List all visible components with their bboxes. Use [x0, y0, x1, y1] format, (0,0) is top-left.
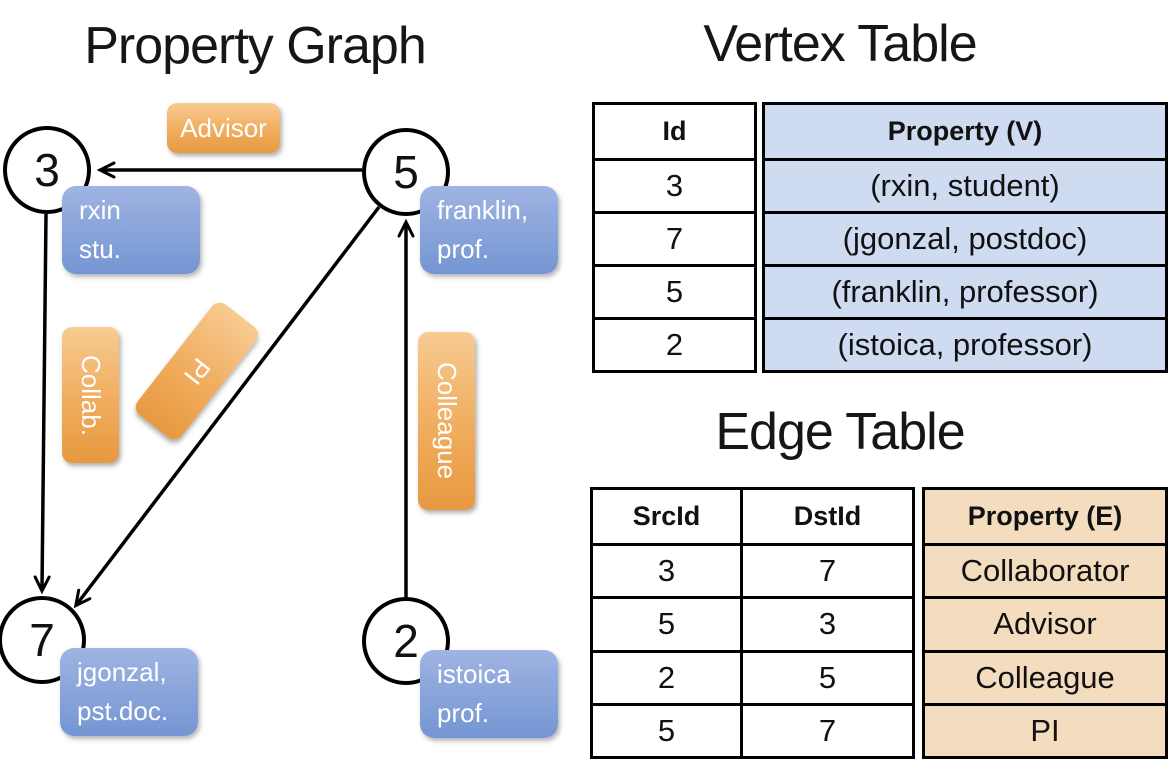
edge-table-property-cell: PI	[925, 702, 1165, 756]
node-5-property-line2: prof.	[437, 234, 490, 264]
vertex-table: Id 3 7 5 2 Property (V) (rxin, student) …	[592, 102, 1168, 373]
edge-table-property-column: Property (E) Collaborator Advisor Collea…	[922, 487, 1168, 759]
node-7-property-box: jgonzal, pst.doc.	[60, 648, 198, 736]
vertex-table-id-cell: 2	[595, 317, 754, 370]
edge-table-title: Edge Table	[715, 403, 965, 461]
property-graph-title: Property Graph	[84, 17, 427, 75]
vertex-table-property-column: Property (V) (rxin, student) (jgonzal, p…	[762, 102, 1168, 373]
edge-table-dst-cell: 3	[743, 596, 912, 649]
edge-table-dst-cell: 7	[743, 543, 912, 596]
graph-node-3: 3	[3, 126, 91, 214]
node-3-property-line1: rxin	[79, 195, 121, 225]
node-7-property-line1: jgonzal,	[77, 657, 167, 687]
vertex-table-property-cell: (franklin, professor)	[765, 264, 1165, 317]
node-3-property-line2: stu.	[79, 234, 121, 264]
node-5-property-line1: franklin,	[437, 195, 529, 225]
node-3-id: 3	[34, 144, 60, 196]
edge-table: SrcId DstId 3 7 5 3 2 5 5 7 Property (E)…	[590, 487, 1168, 759]
vertex-table-header-id: Id	[662, 116, 687, 146]
edge-label-advisor: Advisor	[167, 103, 280, 153]
vertex-table-id-column: Id 3 7 5 2	[592, 102, 757, 373]
edge-label-colleague: Colleague	[418, 332, 475, 510]
node-2-id: 2	[393, 615, 419, 667]
node-5-id: 5	[393, 146, 419, 198]
vertex-table-id-cell: 7	[595, 211, 754, 264]
edge-arrow-3-to-7	[33, 213, 51, 595]
vertex-table-id-cell: 3	[595, 158, 754, 211]
edge-label-collab: Collab.	[62, 327, 119, 463]
edge-label-pi: PI	[131, 298, 263, 444]
vertex-table-property-cell: (rxin, student)	[765, 158, 1165, 211]
edge-table-property-cell: Collaborator	[925, 543, 1165, 597]
node-3-property-box: rxin stu.	[62, 186, 200, 274]
edge-table-dst-cell: 7	[743, 702, 912, 756]
edge-table-dst-cell: 5	[743, 649, 912, 703]
vertex-table-title: Vertex Table	[703, 15, 977, 73]
vertex-table-id-cell: 5	[595, 264, 754, 317]
edge-table-src-cell: 5	[593, 702, 743, 756]
node-5-property-box: franklin, prof.	[420, 186, 558, 274]
vertex-table-header-property: Property (V)	[765, 105, 1165, 158]
edge-table-src-cell: 2	[593, 649, 743, 703]
node-7-property-line2: pst.doc.	[77, 696, 169, 726]
node-7-id: 7	[29, 614, 55, 666]
node-2-property-line1: istoica	[437, 659, 511, 689]
vertex-table-property-cell: (istoica, professor)	[765, 317, 1165, 370]
vertex-table-property-cell: (jgonzal, postdoc)	[765, 211, 1165, 264]
edge-table-src-cell: 5	[593, 596, 743, 650]
edge-table-header-srcid: SrcId	[593, 490, 743, 544]
edge-table-header-property: Property (E)	[925, 490, 1165, 544]
edge-table-src-cell: 3	[593, 543, 743, 597]
edge-table-id-columns: SrcId DstId 3 7 5 3 2 5 5 7	[590, 487, 915, 759]
edge-table-property-cell: Colleague	[925, 649, 1165, 703]
edge-table-header-dstid: DstId	[793, 501, 862, 532]
edge-table-property-cell: Advisor	[925, 596, 1165, 650]
node-2-property-box: istoica prof.	[420, 650, 558, 738]
node-2-property-line2: prof.	[437, 698, 490, 728]
